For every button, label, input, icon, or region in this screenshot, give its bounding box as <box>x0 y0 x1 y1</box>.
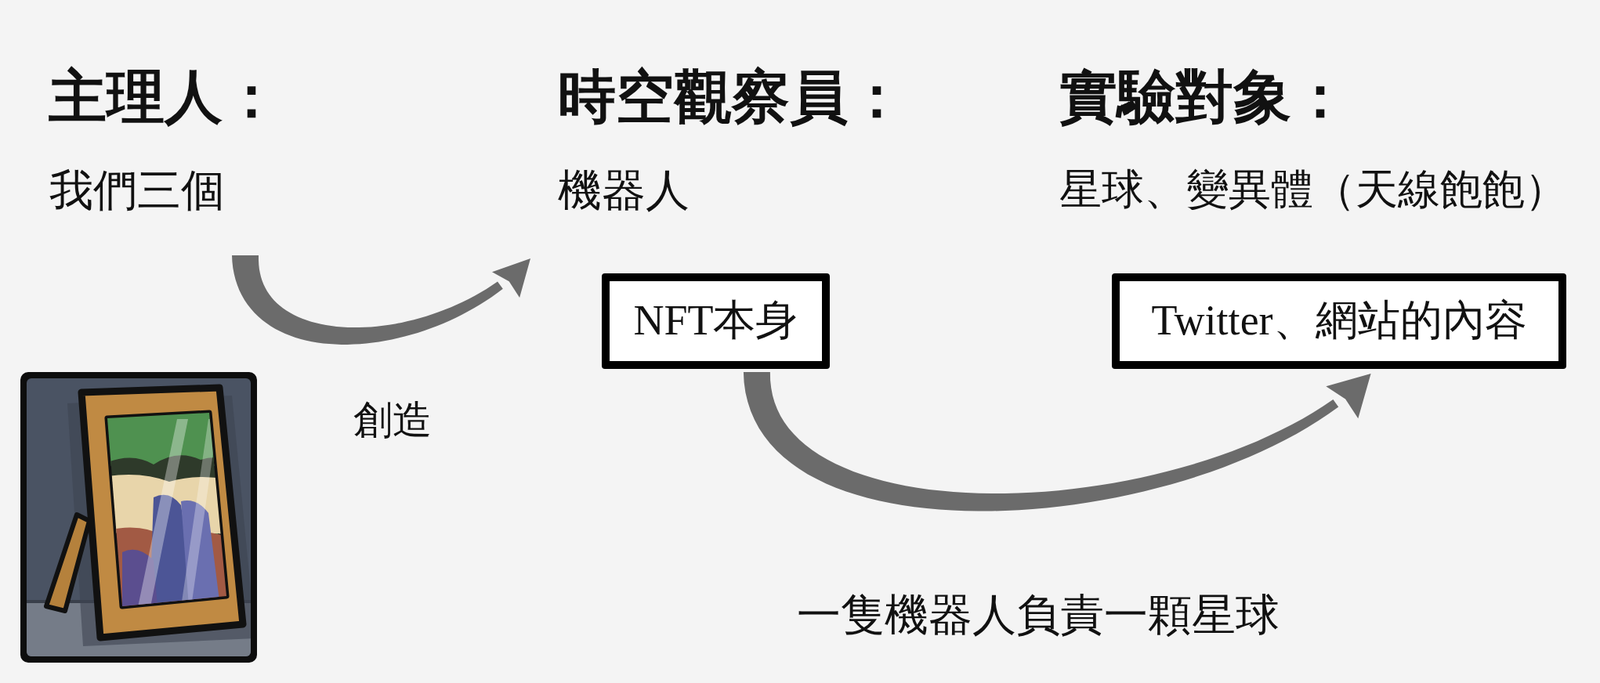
text-box: NFT本身 <box>601 273 830 370</box>
column-heading: 實驗對象： <box>1059 62 1350 133</box>
curved-arrow <box>743 372 1372 512</box>
box-text: Twitter、網站的內容 <box>1151 297 1527 344</box>
column-text: 機器人 <box>557 164 690 218</box>
box-text: NFT本身 <box>633 297 798 344</box>
text-box: Twitter、網站的內容 <box>1111 273 1567 370</box>
column-heading: 主理人： <box>48 62 281 133</box>
arrow-label: 一隻機器人負責一顆星球 <box>796 589 1280 642</box>
column-text: 星球、變異體（天線飽飽） <box>1059 164 1568 216</box>
arrow-label: 創造 <box>353 396 432 444</box>
column-heading: 時空觀察員： <box>557 62 906 133</box>
create-arrow <box>231 255 531 345</box>
create-arrow-shape <box>231 255 531 345</box>
column-text: 我們三個 <box>49 164 225 218</box>
picture-frame-icon <box>20 372 258 665</box>
